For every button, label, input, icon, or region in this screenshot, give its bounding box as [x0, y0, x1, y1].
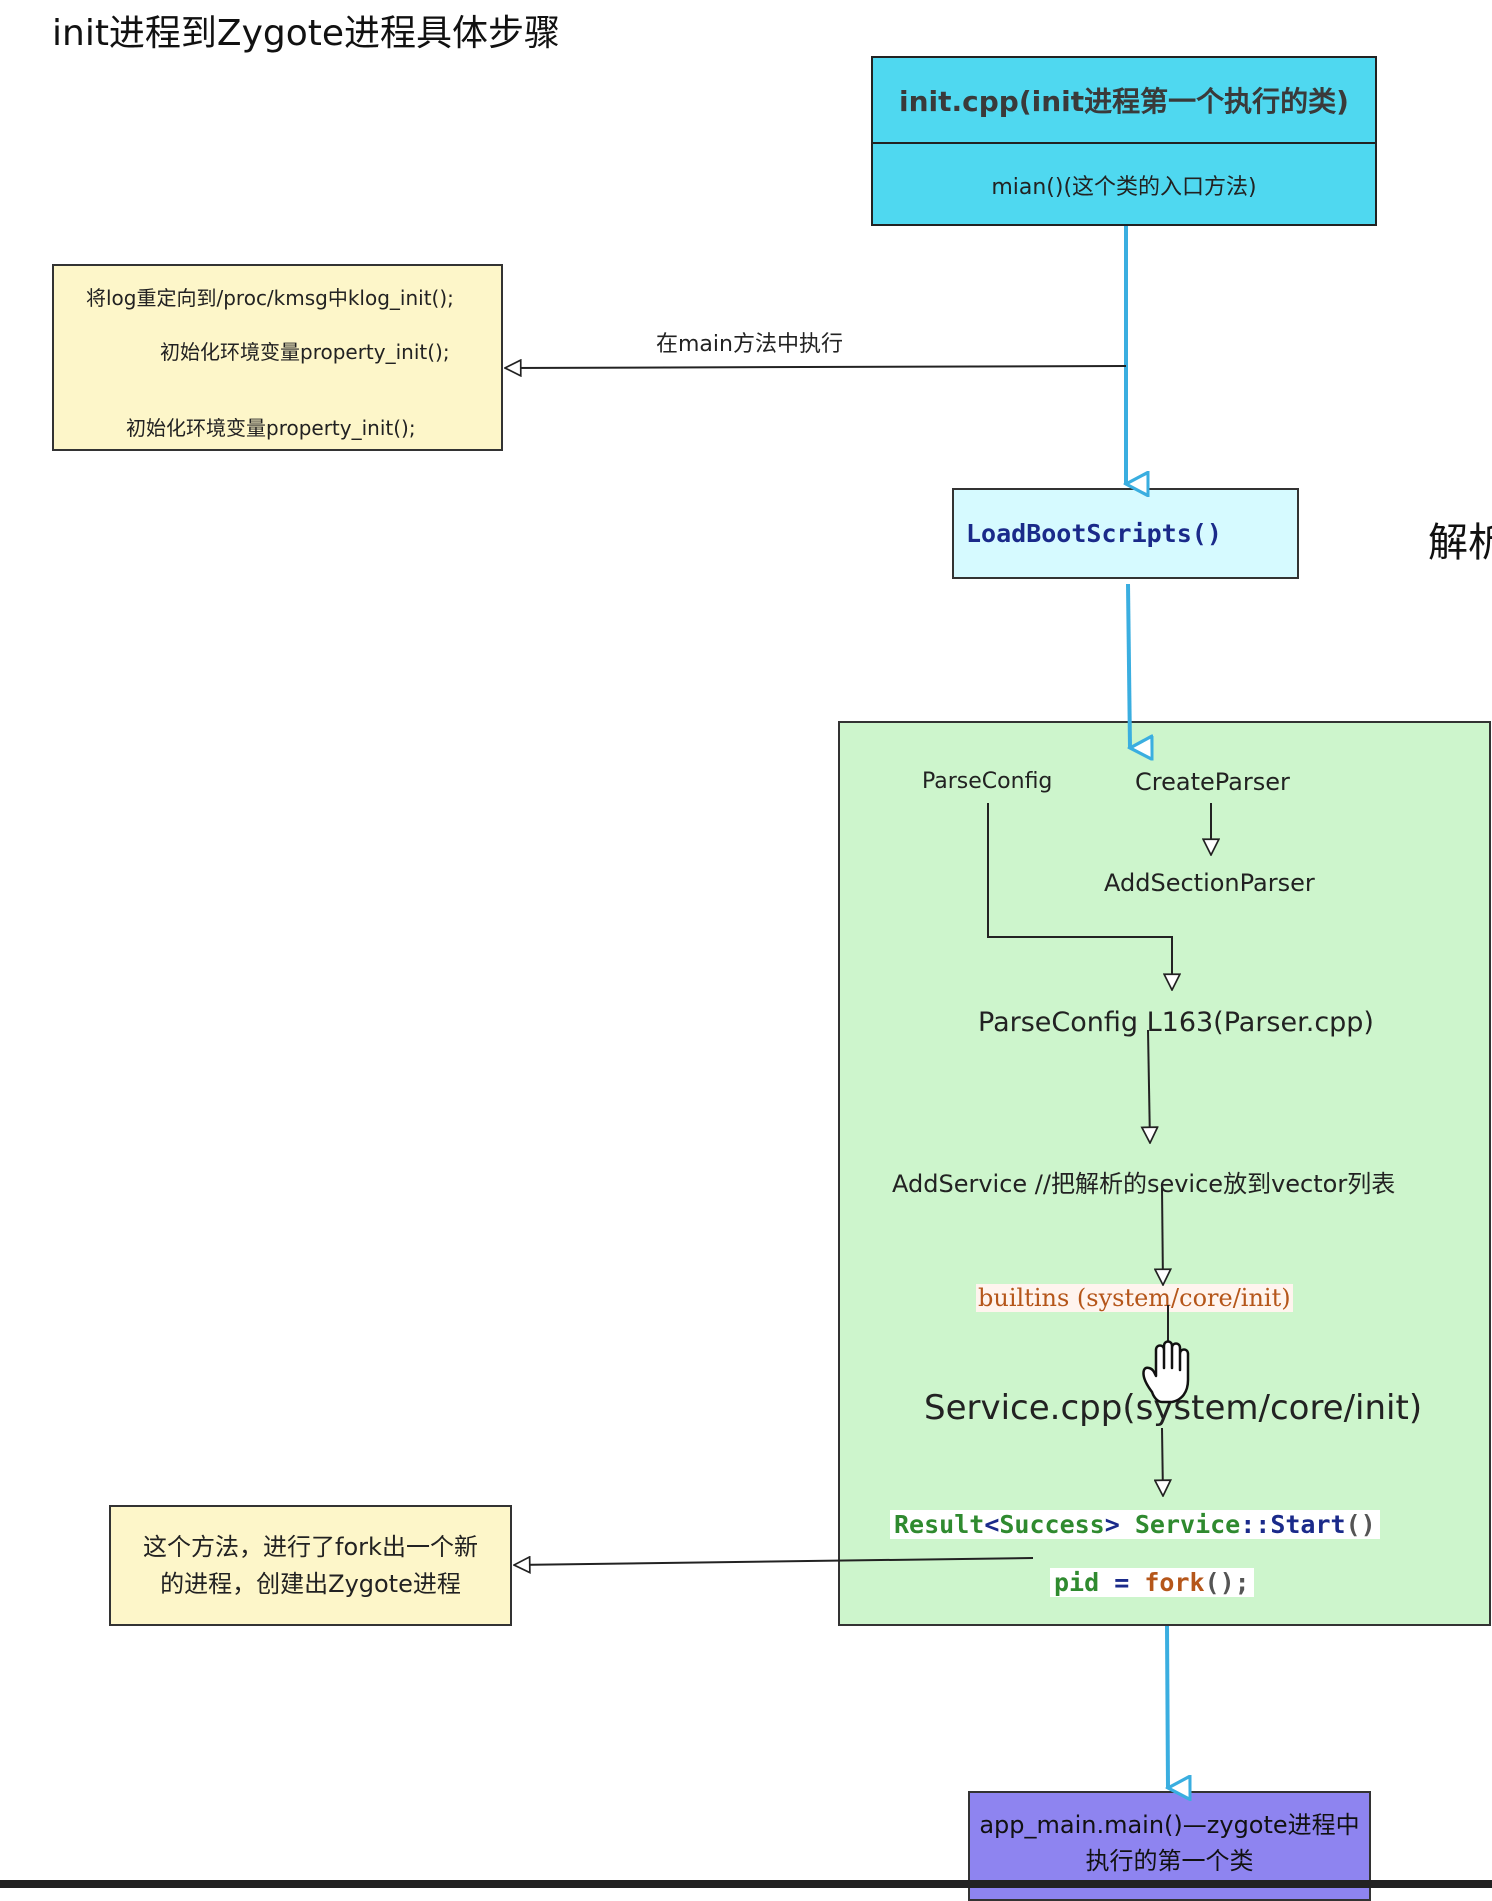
arrow-lbs-to-parse	[1126, 583, 1130, 748]
create-parser-node: CreateParser	[1135, 768, 1290, 796]
load-boot-scripts-label: LoadBootScripts()	[966, 519, 1222, 548]
init-cpp-header: init.cpp(init进程第一个执行的类)	[873, 58, 1375, 144]
side-note-bottom[interactable]: 这个方法，进行了fork出一个新 的进程，创建出Zygote进程	[109, 1505, 512, 1626]
load-boot-scripts-box[interactable]: LoadBootScripts()	[952, 488, 1299, 579]
side-note-top[interactable]: 将log重定向到/proc/kmsg中klog_init(); 初始化环境变量p…	[52, 264, 503, 451]
init-cpp-body: mian()(这个类的入口方法)	[991, 175, 1257, 200]
arrow-service-to-start	[1162, 1427, 1163, 1496]
code-service: Service	[1134, 1510, 1241, 1539]
init-cpp-box[interactable]: init.cpp(init进程第一个执行的类) mian()(这个类的入口方法)	[871, 56, 1377, 226]
code-tail: ();	[1204, 1568, 1250, 1597]
code-gt: >	[1104, 1510, 1120, 1539]
arrow-line-to-addservice	[1148, 1029, 1150, 1143]
code-parens: ()	[1345, 1510, 1376, 1539]
fork-code: pid = fork();	[1050, 1568, 1254, 1597]
arrow-main-to-note	[505, 366, 1127, 368]
add-section-parser-node: AddSectionParser	[1104, 869, 1315, 897]
parse-group-box[interactable]: ParseConfig CreateParser AddSectionParse…	[838, 721, 1491, 1626]
page-title: init进程到Zygote进程具体步骤	[52, 13, 561, 54]
code-scope: ::	[1240, 1510, 1271, 1539]
edge-label-main: 在main方法中执行	[656, 332, 843, 357]
arrow-addservice-to-builtins	[1162, 1187, 1163, 1285]
builtins-node: builtins (system/core/init)	[976, 1284, 1293, 1312]
code-eq: =	[1114, 1568, 1130, 1597]
code-pid: pid	[1054, 1568, 1100, 1597]
parse-config-node: ParseConfig	[922, 769, 1053, 794]
arrow-parse-to-app	[1165, 1625, 1168, 1788]
code-fork: fork	[1144, 1568, 1205, 1597]
code-start: Start	[1270, 1510, 1346, 1539]
code-success: Success	[999, 1510, 1105, 1539]
bottom-edge-bar	[0, 1880, 1492, 1888]
service-start-code: Result<Success> Service::Start()	[890, 1510, 1380, 1539]
add-service-node: AddService //把解析的sevice放到vector列表	[892, 1170, 1396, 1198]
hand-cursor-icon	[1142, 1340, 1190, 1404]
arrow-parseconfig-to-line	[987, 803, 1172, 990]
note-line-3: 初始化环境变量property_init();	[126, 416, 416, 440]
code-result: Result	[894, 1510, 985, 1539]
fork-note-line-1: 这个方法，进行了fork出一个新	[143, 1532, 478, 1561]
cut-off-label: 解析	[1428, 520, 1492, 566]
app-main-line-2: 执行的第一个类	[1085, 1847, 1254, 1875]
note-line-1: 将log重定向到/proc/kmsg中klog_init();	[86, 286, 454, 310]
fork-note-line-2: 的进程，创建出Zygote进程	[160, 1569, 461, 1598]
note-line-2: 初始化环境变量property_init();	[160, 340, 450, 364]
code-lt: <	[984, 1510, 1000, 1539]
arrow-fork-to-note	[514, 1558, 1034, 1565]
app-main-line-1: app_main.main()—zygote进程中	[979, 1811, 1360, 1839]
parse-config-line-node: ParseConfig L163(Parser.cpp)	[978, 1007, 1374, 1038]
